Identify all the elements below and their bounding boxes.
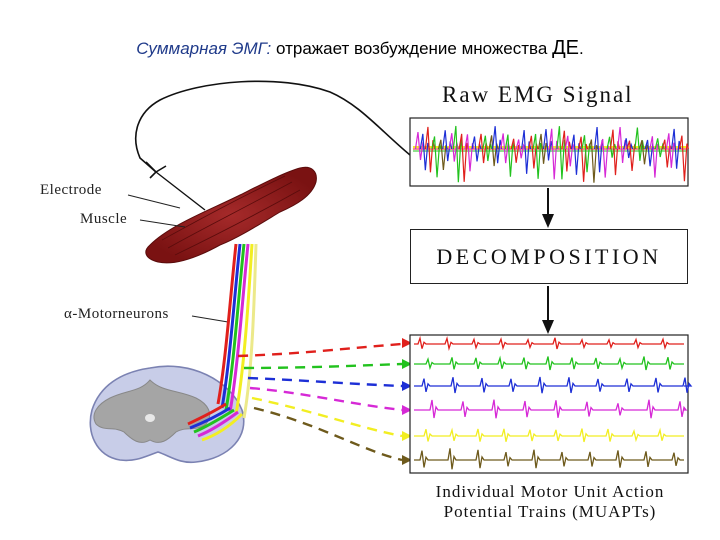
raw-spike <box>671 128 682 169</box>
title-abbr: ДЕ <box>552 37 579 59</box>
muapt-title-line2: Potential Trains (MUAPTs) <box>443 502 657 521</box>
title-text: отражает возбуждение множества <box>276 39 548 58</box>
raw-spike <box>606 136 617 158</box>
raw-spike <box>678 135 689 182</box>
raw-spike <box>488 135 499 167</box>
electrode-icon <box>145 161 206 211</box>
raw-spike <box>504 134 515 177</box>
train-arrow-blue <box>247 376 403 388</box>
raw-spike <box>458 133 469 182</box>
raw-spike <box>588 139 599 183</box>
raw-spike <box>492 126 503 164</box>
train-arrow-green <box>243 362 403 370</box>
raw-spike <box>482 135 493 162</box>
label-motoneurons: α-Motorneurons <box>64 306 169 322</box>
muscle-leader <box>139 219 186 228</box>
raw-spike <box>649 136 660 178</box>
muapt-trace-5 <box>414 448 684 470</box>
raw-spike <box>561 130 572 172</box>
arrow-down-icon <box>542 188 554 228</box>
train-arrowheads <box>402 338 412 465</box>
muapt-title-line1: Individual Motor Unit Action <box>435 482 665 501</box>
dashed-trains <box>237 342 403 462</box>
raw-spike <box>578 136 589 182</box>
raw-spike <box>532 133 543 179</box>
muscle-icon <box>145 166 317 264</box>
muapt-title: Individual Motor Unit Action Potential T… <box>410 482 690 522</box>
raw-spike <box>564 135 575 167</box>
raw-emg-signal <box>414 125 689 183</box>
raw-spike <box>623 138 634 159</box>
train-arrow-red <box>237 342 403 358</box>
title-lead: Суммарная ЭМГ: <box>136 39 272 58</box>
decomposition-box: DECOMPOSITION <box>410 229 688 284</box>
slide-title: Суммарная ЭМГ: отражает возбуждение множ… <box>0 37 720 60</box>
raw-spike <box>515 139 526 159</box>
electrode-leader <box>127 194 181 209</box>
label-electrode: Electrode <box>40 182 102 198</box>
train-arrow-magenta <box>249 386 403 412</box>
muapt-box <box>409 334 689 474</box>
raw-spike <box>442 130 453 162</box>
raw-spike <box>537 133 549 164</box>
raw-spike <box>471 136 482 162</box>
raw-emg-title: Raw EMG Signal <box>442 82 634 107</box>
motoneurons-leader <box>191 315 229 323</box>
muapt-trace-1 <box>414 355 684 371</box>
muapt-trace-4 <box>414 427 684 443</box>
raw-spike <box>452 125 463 183</box>
muapt-trace-3 <box>414 399 688 419</box>
title-end: . <box>578 39 584 58</box>
motoneuron-fibers <box>187 243 258 442</box>
raw-spike <box>638 140 650 165</box>
raw-spike <box>528 135 539 169</box>
raw-spike <box>542 129 554 161</box>
train-arrow-olive <box>253 406 403 462</box>
raw-spike <box>665 133 676 168</box>
electrode-cable <box>135 80 411 173</box>
raw-spike <box>431 136 442 178</box>
decomposition-label: DECOMPOSITION <box>436 243 662 269</box>
train-arrow-yellow <box>251 396 403 438</box>
arrow-down-icon-2 <box>542 286 554 334</box>
muapt-trace-2 <box>414 376 693 394</box>
label-muscle: Muscle <box>80 211 128 227</box>
muapt-trace-0 <box>414 335 684 352</box>
muapt-traces <box>414 335 693 470</box>
